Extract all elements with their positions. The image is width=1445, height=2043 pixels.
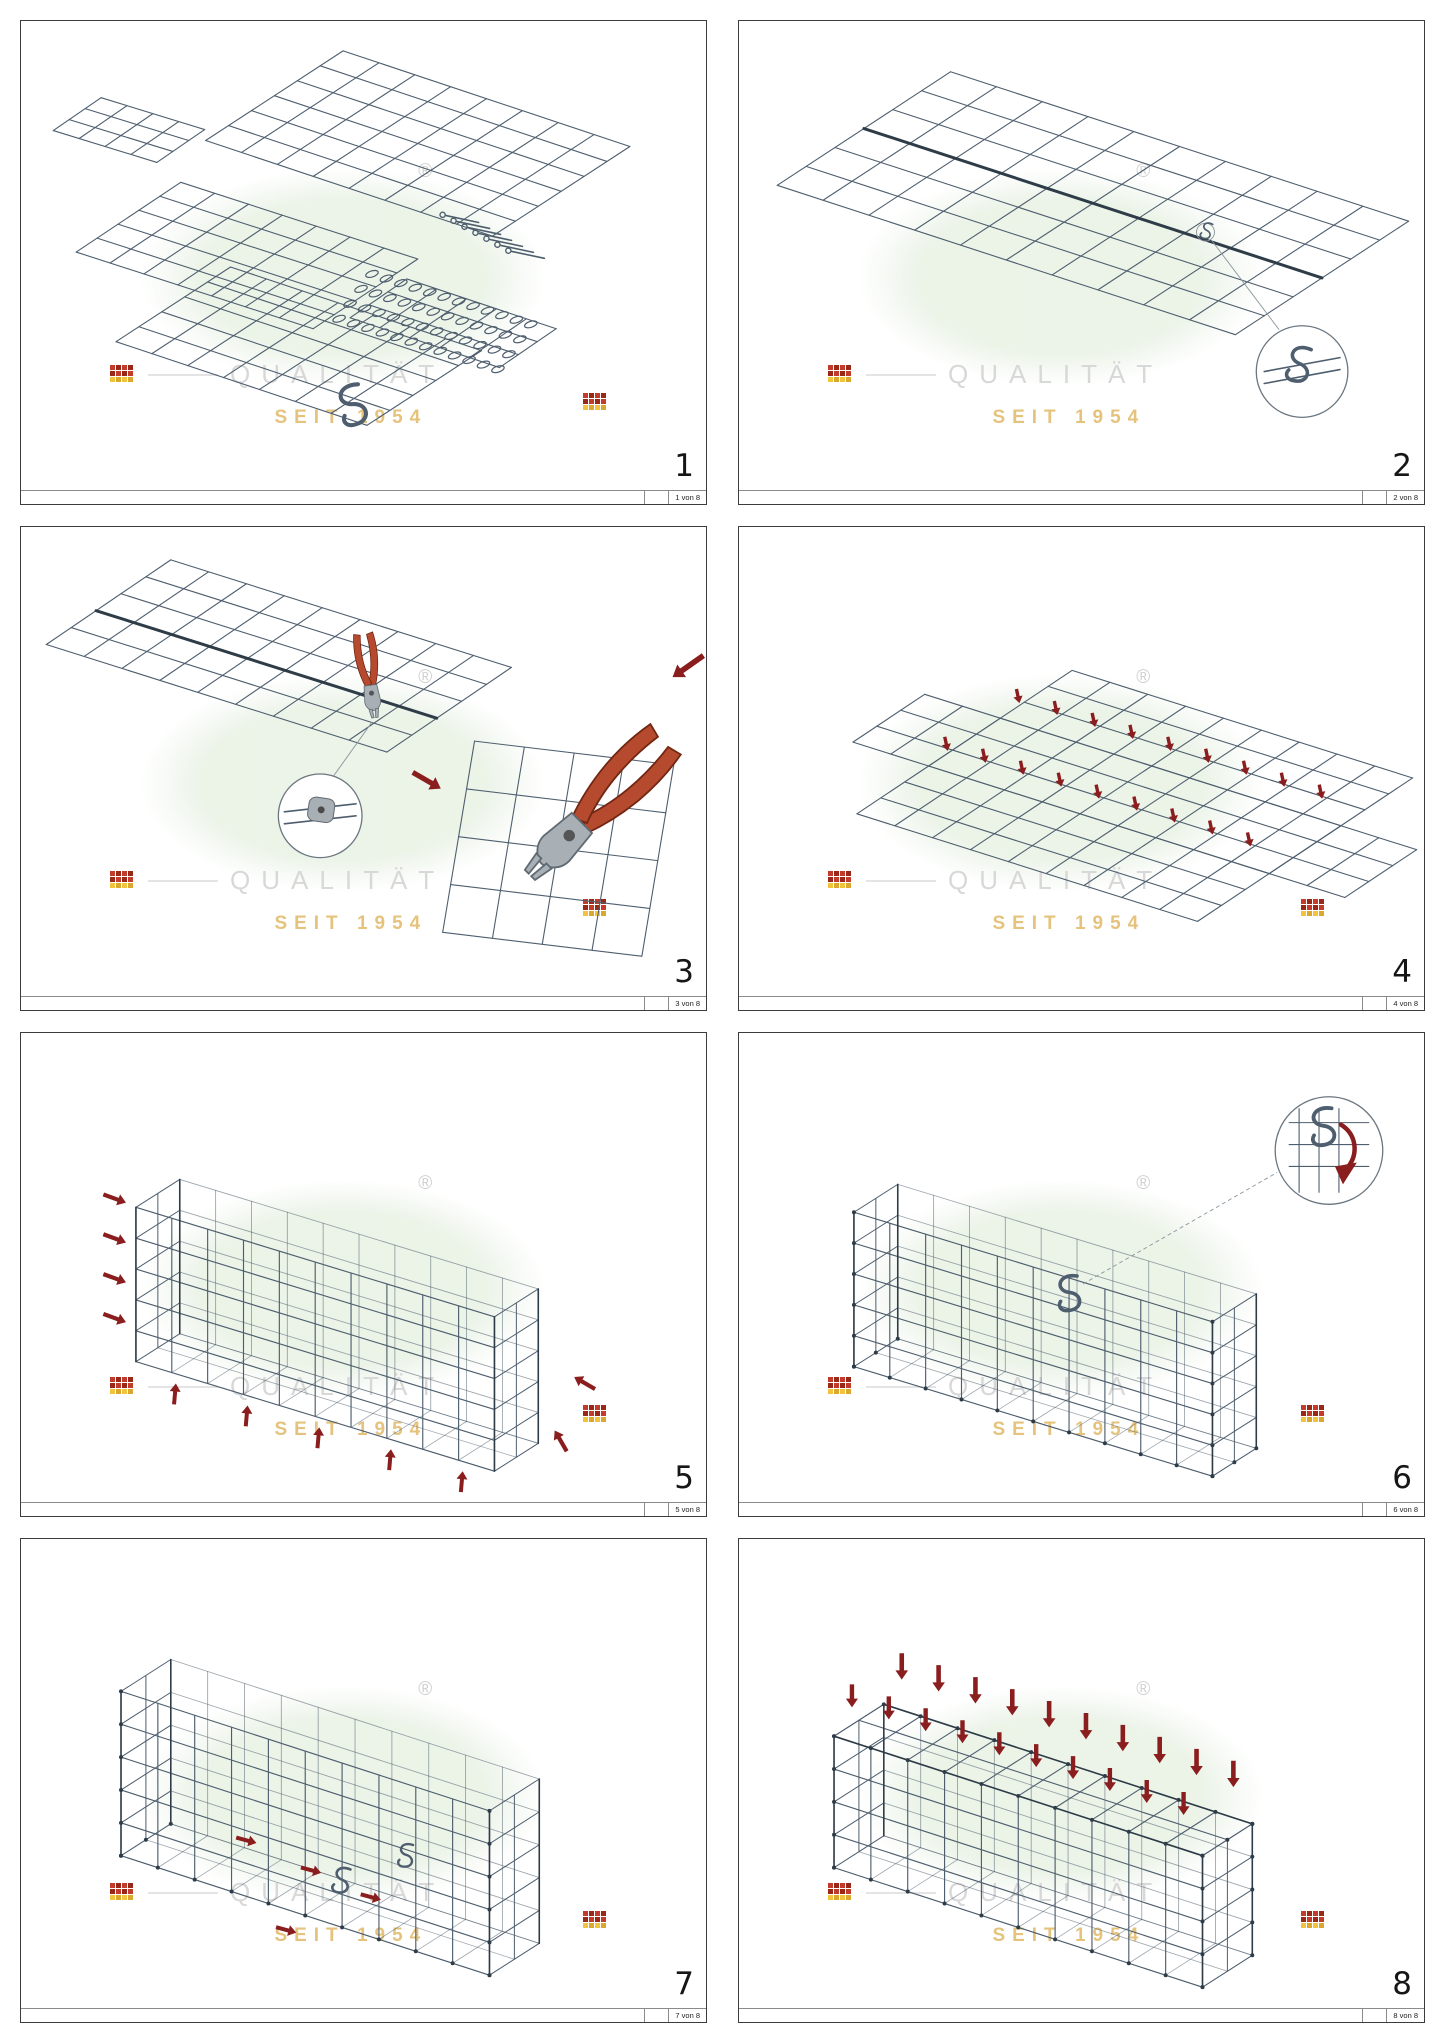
step-number: 4 <box>1392 954 1412 990</box>
page-counter: 7 von 8 <box>668 2009 706 2022</box>
page-counter: 1 von 8 <box>668 491 706 504</box>
panel-step-5: ® QUALITÄT SEIT 1954 5 5 von 8 <box>20 1032 707 1517</box>
title-block-cell <box>1362 2009 1386 2022</box>
step-number: 3 <box>674 954 694 990</box>
step-8-illustration <box>832 1653 1255 1990</box>
page-counter: 2 von 8 <box>1386 491 1424 504</box>
panel-step-2: ® QUALITÄT SEIT 1954 2 2 von 8 <box>738 20 1425 505</box>
panel-step-7: ® QUALITÄT SEIT 1954 7 7 von 8 <box>20 1538 707 2023</box>
title-block-cell <box>1362 491 1386 504</box>
title-block: 2 von 8 <box>739 490 1424 504</box>
panel-step-1: ® QUALITÄT SEIT 1954 1 1 von 8 <box>20 20 707 505</box>
title-block-cell <box>644 491 668 504</box>
step-number: 1 <box>674 448 694 484</box>
title-block: 7 von 8 <box>21 2008 706 2022</box>
step-6-illustration <box>851 1096 1384 1479</box>
step-1-illustration <box>52 50 631 428</box>
step-5-illustration <box>102 1178 597 1493</box>
step-number: 2 <box>1392 448 1412 484</box>
title-block: 6 von 8 <box>739 1502 1424 1516</box>
title-block: 5 von 8 <box>21 1502 706 1516</box>
title-block: 3 von 8 <box>21 996 706 1010</box>
step-7-illustration <box>119 1658 541 1978</box>
title-block-cell <box>1362 997 1386 1010</box>
page-counter: 6 von 8 <box>1386 1503 1424 1516</box>
panel-step-8: ® QUALITÄT SEIT 1954 8 8 von 8 <box>738 1538 1425 2023</box>
step-2-illustration <box>776 71 1410 419</box>
step-number: 6 <box>1392 1460 1412 1496</box>
title-block-cell <box>644 2009 668 2022</box>
step-3-illustration <box>45 559 706 957</box>
title-block-cell <box>644 1503 668 1516</box>
step-number: 5 <box>674 1460 694 1496</box>
panel-step-6: ® QUALITÄT SEIT 1954 6 6 von 8 <box>738 1032 1425 1517</box>
title-block: 8 von 8 <box>739 2008 1424 2022</box>
panel-step-4: ® QUALITÄT SEIT 1954 4 4 von 8 <box>738 526 1425 1011</box>
title-block-cell <box>1362 1503 1386 1516</box>
title-block-cell <box>644 997 668 1010</box>
step-number: 7 <box>674 1966 694 2002</box>
step-number: 8 <box>1392 1966 1412 2002</box>
title-block: 4 von 8 <box>739 996 1424 1010</box>
title-block: 1 von 8 <box>21 490 706 504</box>
page-counter: 5 von 8 <box>668 1503 706 1516</box>
page-counter: 8 von 8 <box>1386 2009 1424 2022</box>
page-counter: 3 von 8 <box>668 997 706 1010</box>
panel-step-3: ® QUALITÄT SEIT 1954 3 3 von 8 <box>20 526 707 1011</box>
step-4-illustration <box>852 669 1418 922</box>
page-counter: 4 von 8 <box>1386 997 1424 1010</box>
